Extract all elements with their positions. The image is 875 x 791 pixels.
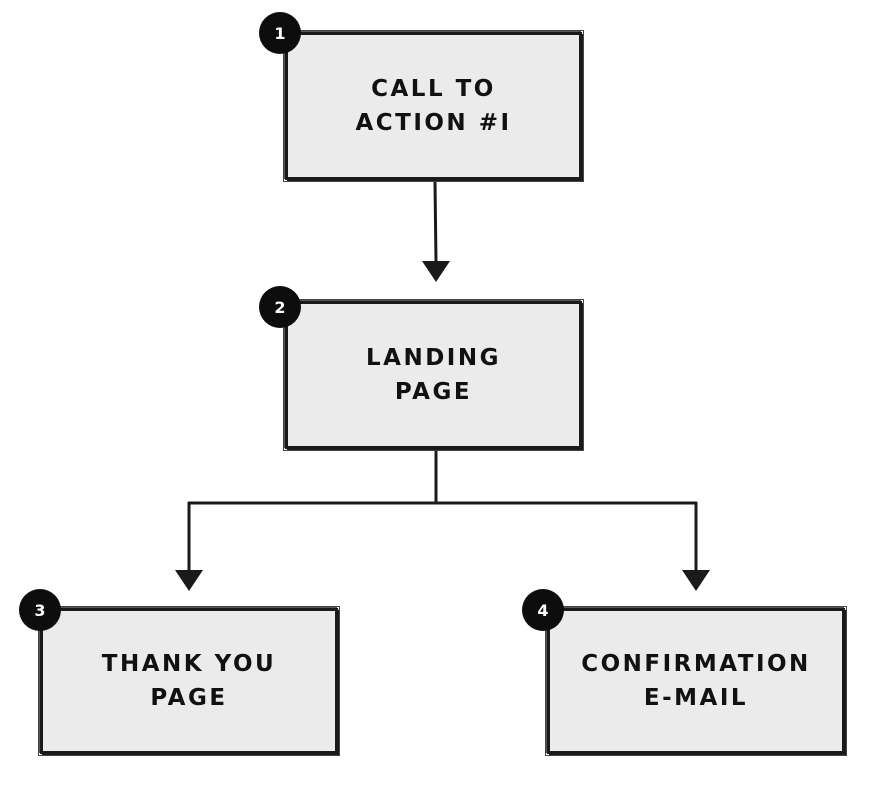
arrowhead-to-3	[175, 570, 203, 591]
arrowhead-to-2	[422, 261, 450, 282]
step-box-thank-you-page: THANK YOU PAGE	[38, 606, 340, 756]
step-number-badge: 4	[522, 589, 564, 631]
step-label-line: ACTION #I	[355, 110, 512, 136]
step-number-badge: 1	[259, 12, 301, 54]
step-label-line: CONFIRMATION	[581, 651, 811, 677]
step-label-line: CALL TO	[371, 76, 496, 102]
connector-1-to-2	[433, 180, 438, 264]
step-label-line: PAGE	[394, 379, 473, 405]
step-box-landing-page: LANDING PAGE	[283, 299, 584, 451]
step-number-badge: 2	[259, 286, 301, 328]
step-label: CALL TO ACTION #I	[355, 72, 511, 140]
arrowhead-to-4	[682, 570, 710, 591]
step-label: LANDING PAGE	[366, 341, 501, 409]
step-label-line: LANDING	[366, 345, 501, 371]
step-box-call-to-action: CALL TO ACTION #I	[283, 30, 584, 182]
step-label: CONFIRMATION E-MAIL	[581, 647, 811, 715]
step-box-confirmation-email: CONFIRMATION E-MAIL	[545, 606, 847, 756]
step-label-line: THANK YOU	[101, 651, 277, 677]
step-label: THANK YOU PAGE	[102, 647, 276, 715]
step-number-badge: 3	[19, 589, 61, 631]
step-label-line: PAGE	[150, 685, 228, 711]
step-label-line: E-MAIL	[643, 685, 749, 711]
